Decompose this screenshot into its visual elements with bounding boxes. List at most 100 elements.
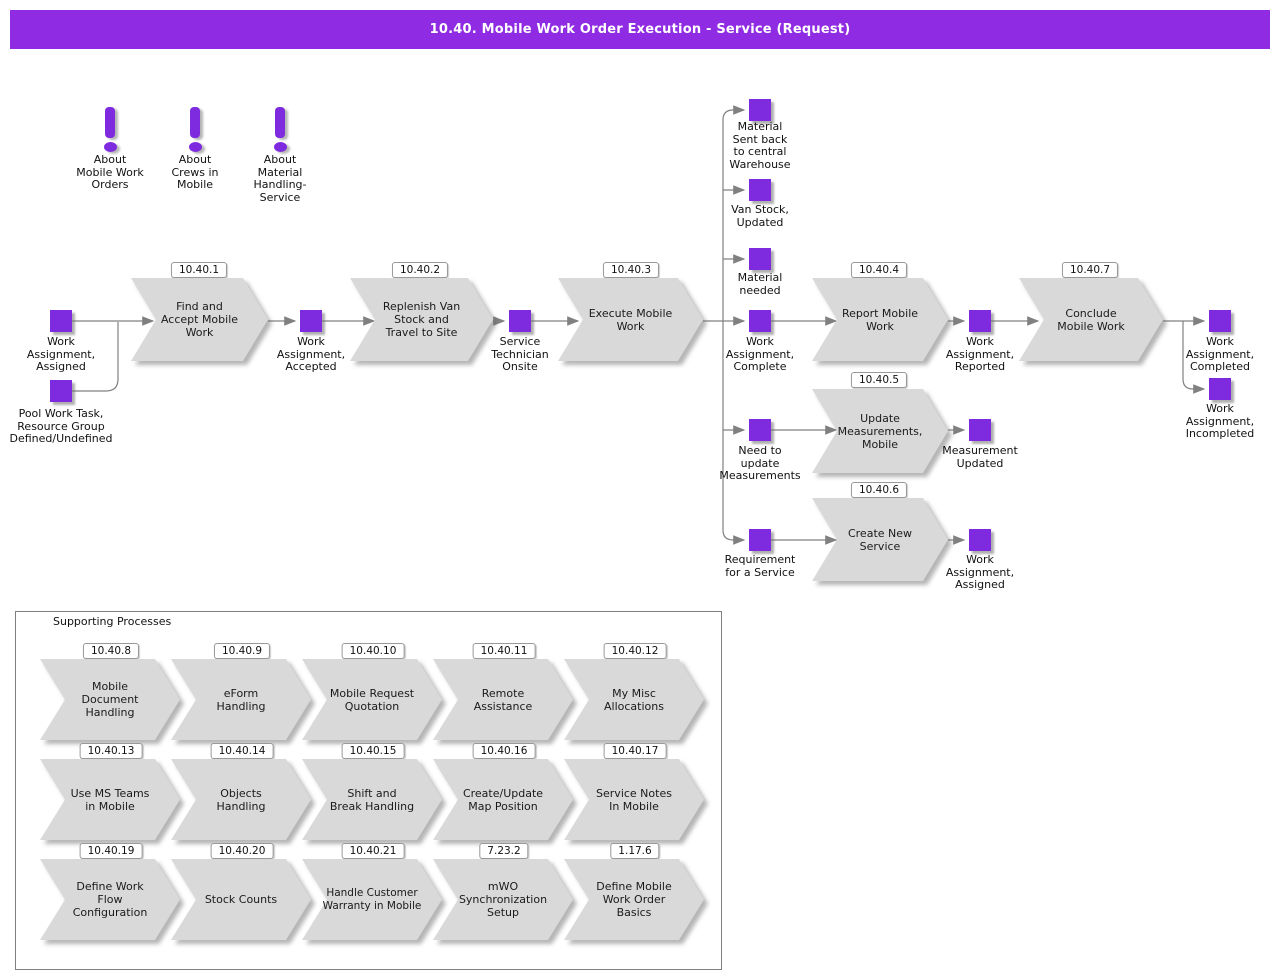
event-pool-work-task[interactable] bbox=[50, 380, 72, 402]
support-step-eform-handling[interactable]: eForm Handling bbox=[171, 659, 311, 740]
step-badge-10-40-7[interactable]: 10.40.7 bbox=[1061, 262, 1119, 278]
support-step-stock-counts[interactable]: Stock Counts bbox=[171, 859, 311, 940]
process-step-replenish-van-stock[interactable]: Replenish Van Stock and Travel to Site bbox=[350, 278, 493, 361]
support-step-service-notes-in-mobile[interactable]: Service Notes In Mobile bbox=[564, 759, 704, 840]
process-step-execute-mobile-work[interactable]: Execute Mobile Work bbox=[558, 278, 703, 361]
step-badge-10-40-14[interactable]: 10.40.14 bbox=[210, 743, 274, 759]
process-step-label: My Misc Allocations bbox=[604, 686, 664, 713]
process-step-label: Create/Update Map Position bbox=[462, 786, 544, 813]
process-step-label: Replenish Van Stock and Travel to Site bbox=[382, 300, 461, 339]
support-step-shift-and-break-handling[interactable]: Shift and Break Handling bbox=[302, 759, 442, 840]
event-work-assignment-reported[interactable] bbox=[969, 310, 991, 332]
event-work-assignment-assigned-out[interactable] bbox=[969, 529, 991, 551]
process-step-conclude-mobile-work[interactable]: Conclude Mobile Work bbox=[1019, 278, 1163, 361]
process-step-label: Create New Service bbox=[847, 526, 913, 553]
event-label: Work Assignment, Completed bbox=[1185, 335, 1255, 373]
title-bar: 10.40. Mobile Work Order Execution - Ser… bbox=[10, 10, 1270, 49]
process-step-create-new-service[interactable]: Create New Service bbox=[812, 498, 948, 581]
step-badge-10-40-16[interactable]: 10.40.16 bbox=[472, 743, 536, 759]
event-label: Service Technician Onsite bbox=[491, 335, 549, 373]
process-step-label: Define Mobile Work Order Basics bbox=[596, 880, 672, 919]
event-work-assignment-complete[interactable] bbox=[749, 310, 771, 332]
support-step-handle-customer-warranty[interactable]: Handle Customer Warranty in Mobile bbox=[302, 859, 442, 940]
step-badge-10-40-19[interactable]: 10.40.19 bbox=[79, 843, 143, 859]
event-work-assignment-incompleted[interactable] bbox=[1209, 378, 1231, 400]
exclamation-icon bbox=[104, 142, 117, 152]
step-badge-10-40-20[interactable]: 10.40.20 bbox=[210, 843, 274, 859]
event-label: Requirement for a Service bbox=[724, 553, 796, 579]
support-step-my-misc-allocations[interactable]: My Misc Allocations bbox=[564, 659, 704, 740]
event-material-sent-back-to-warehouse[interactable] bbox=[749, 99, 771, 121]
event-label: Work Assignment, Assigned bbox=[26, 335, 96, 373]
step-badge-10-40-21[interactable]: 10.40.21 bbox=[341, 843, 405, 859]
step-badge-10-40-10[interactable]: 10.40.10 bbox=[341, 643, 405, 659]
step-badge-10-40-6[interactable]: 10.40.6 bbox=[850, 482, 908, 498]
step-badge-10-40-9[interactable]: 10.40.9 bbox=[213, 643, 271, 659]
process-step-label: Report Mobile Work bbox=[841, 306, 919, 333]
step-badge-10-40-8[interactable]: 10.40.8 bbox=[82, 643, 140, 659]
exclamation-icon bbox=[190, 107, 200, 138]
support-step-mobile-request-quotation[interactable]: Mobile Request Quotation bbox=[302, 659, 442, 740]
page-title: 10.40. Mobile Work Order Execution - Ser… bbox=[429, 22, 851, 37]
step-badge-10-40-4[interactable]: 10.40.4 bbox=[850, 262, 908, 278]
event-measurement-updated[interactable] bbox=[969, 419, 991, 441]
event-requirement-for-a-service[interactable] bbox=[749, 529, 771, 551]
exclamation-icon bbox=[189, 142, 202, 152]
support-step-define-mobile-work-order-basics[interactable]: Define Mobile Work Order Basics bbox=[564, 859, 704, 940]
process-step-label: Objects Handling bbox=[216, 786, 266, 813]
exclamation-icon bbox=[105, 107, 115, 138]
process-step-label: Handle Customer Warranty in Mobile bbox=[322, 886, 422, 912]
event-label: Work Assignment, Incompleted bbox=[1185, 402, 1255, 440]
step-badge-10-40-15[interactable]: 10.40.15 bbox=[341, 743, 405, 759]
process-step-report-mobile-work[interactable]: Report Mobile Work bbox=[812, 278, 948, 361]
event-work-assignment-assigned[interactable] bbox=[50, 310, 72, 332]
process-step-label: Shift and Break Handling bbox=[329, 786, 415, 813]
step-badge-10-40-12[interactable]: 10.40.12 bbox=[603, 643, 667, 659]
event-label: Work Assignment, Reported bbox=[945, 335, 1015, 373]
process-step-label: mWO Synchronization Setup bbox=[458, 880, 548, 919]
support-step-remote-assistance[interactable]: Remote Assistance bbox=[433, 659, 573, 740]
step-badge-10-40-11[interactable]: 10.40.11 bbox=[472, 643, 536, 659]
step-badge-10-40-3[interactable]: 10.40.3 bbox=[602, 262, 660, 278]
event-label: Work Assignment, Assigned bbox=[945, 553, 1015, 591]
event-work-assignment-accepted[interactable] bbox=[300, 310, 322, 332]
info-link-label[interactable]: About Material Handling- Service bbox=[253, 153, 307, 204]
step-badge-10-40-1[interactable]: 10.40.1 bbox=[170, 262, 228, 278]
event-need-to-update-measurements[interactable] bbox=[749, 419, 771, 441]
support-step-create-update-map-position[interactable]: Create/Update Map Position bbox=[433, 759, 573, 840]
event-label: Work Assignment, Accepted bbox=[276, 335, 346, 373]
process-step-label: Mobile Document Handling bbox=[81, 680, 139, 719]
event-service-technician-onsite[interactable] bbox=[509, 310, 531, 332]
event-material-needed[interactable] bbox=[749, 248, 771, 270]
event-work-assignment-completed[interactable] bbox=[1209, 310, 1231, 332]
process-step-label: Mobile Request Quotation bbox=[329, 686, 415, 713]
event-label: Van Stock, Updated bbox=[731, 203, 789, 229]
step-badge-7-23-2[interactable]: 7.23.2 bbox=[479, 843, 529, 859]
info-link-label[interactable]: About Crews in Mobile bbox=[171, 153, 219, 191]
support-step-use-ms-teams-in-mobile[interactable]: Use MS Teams in Mobile bbox=[40, 759, 180, 840]
step-badge-10-40-5[interactable]: 10.40.5 bbox=[850, 372, 908, 388]
support-step-mobile-document-handling[interactable]: Mobile Document Handling bbox=[40, 659, 180, 740]
process-step-update-measurements-mobile[interactable]: Update Measurements, Mobile bbox=[812, 389, 948, 473]
process-step-label: Use MS Teams in Mobile bbox=[70, 786, 150, 813]
supporting-processes-title: Supporting Processes bbox=[53, 615, 172, 628]
step-badge-10-40-17[interactable]: 10.40.17 bbox=[603, 743, 667, 759]
event-label: Pool Work Task, Resource Group Defined/U… bbox=[9, 407, 113, 445]
event-label: Work Assignment, Complete bbox=[725, 335, 795, 373]
step-badge-10-40-2[interactable]: 10.40.2 bbox=[391, 262, 449, 278]
event-van-stock-updated[interactable] bbox=[749, 179, 771, 201]
process-step-find-and-accept-mobile-work[interactable]: Find and Accept Mobile Work bbox=[131, 278, 268, 361]
process-step-label: Stock Counts bbox=[204, 893, 278, 906]
exclamation-icon bbox=[275, 107, 285, 138]
info-link-label[interactable]: About Mobile Work Orders bbox=[76, 153, 144, 191]
support-step-objects-handling[interactable]: Objects Handling bbox=[171, 759, 311, 840]
process-step-label: Update Measurements, Mobile bbox=[837, 411, 923, 451]
step-badge-1-17-6[interactable]: 1.17.6 bbox=[610, 843, 660, 859]
support-step-define-work-flow-configuration[interactable]: Define Work Flow Configuration bbox=[40, 859, 180, 940]
step-badge-10-40-13[interactable]: 10.40.13 bbox=[79, 743, 143, 759]
support-step-mwo-synchronization-setup[interactable]: mWO Synchronization Setup bbox=[433, 859, 573, 940]
process-step-label: Remote Assistance bbox=[473, 686, 533, 713]
event-label: Material Sent back to central Warehouse bbox=[729, 120, 791, 171]
process-step-label: Service Notes In Mobile bbox=[596, 786, 672, 813]
event-label: Need to update Measurements bbox=[719, 444, 801, 482]
